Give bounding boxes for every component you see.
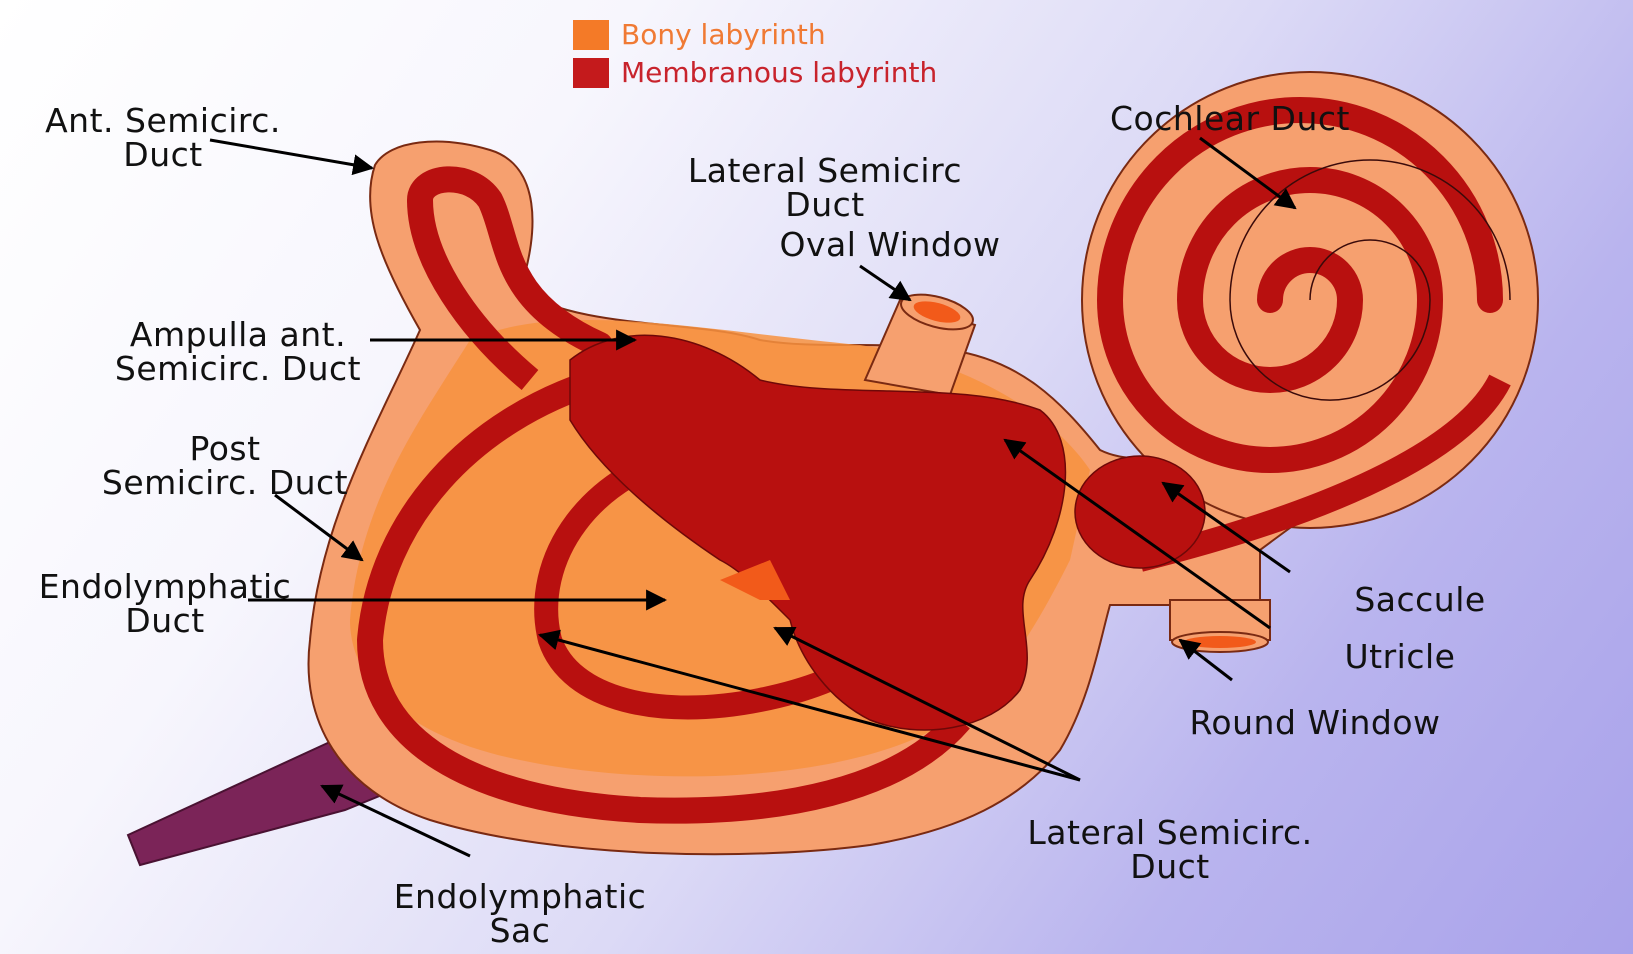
label-ant-semicirc-duct-text: Ant. Semicirc. Duct: [22, 104, 304, 172]
label-utricle: Utricle: [1325, 640, 1475, 674]
label-post-semicirc-duct: Post Semicirc. Duct: [80, 432, 370, 500]
legend-label-bony: Bony labyrinth: [621, 20, 826, 50]
label-saccule: Saccule: [1335, 583, 1505, 617]
label-ant-semicirc-duct: Ant. Semicirc. Duct: [22, 104, 304, 172]
legend-swatch-membranous: [573, 58, 609, 88]
arrow-oval-window: [860, 266, 910, 300]
label-ampulla-ant-semicirc-duct-text: Ampulla ant. Semicirc. Duct: [88, 318, 388, 386]
label-lateral-semicirc-duct-bottom: Lateral Semicirc. Duct: [990, 816, 1350, 884]
label-post-semicirc-duct-text: Post Semicirc. Duct: [80, 432, 370, 500]
label-endolymphatic-duct: Endolymphatic Duct: [10, 570, 320, 638]
label-oval-window: Oval Window: [745, 228, 1035, 262]
label-lateral-semicirc-duct-top-text: Lateral Semicirc Duct: [660, 154, 990, 222]
legend-swatch-bony: [573, 20, 609, 50]
label-cochlear-duct: Cochlear Duct: [1075, 102, 1385, 136]
label-lateral-semicirc-duct-bottom-text: Lateral Semicirc. Duct: [990, 816, 1350, 884]
label-endolymphatic-duct-text: Endolymphatic Duct: [10, 570, 320, 638]
label-endolymphatic-sac: Endolymphatic Sac: [360, 880, 680, 948]
label-lateral-semicirc-duct-top: Lateral Semicirc Duct: [660, 154, 990, 222]
label-endolymphatic-sac-text: Endolymphatic Sac: [360, 880, 680, 948]
legend-label-membranous: Membranous labyrinth: [621, 58, 937, 88]
label-round-window: Round Window: [1150, 706, 1480, 740]
label-ampulla-ant-semicirc-duct: Ampulla ant. Semicirc. Duct: [88, 318, 388, 386]
